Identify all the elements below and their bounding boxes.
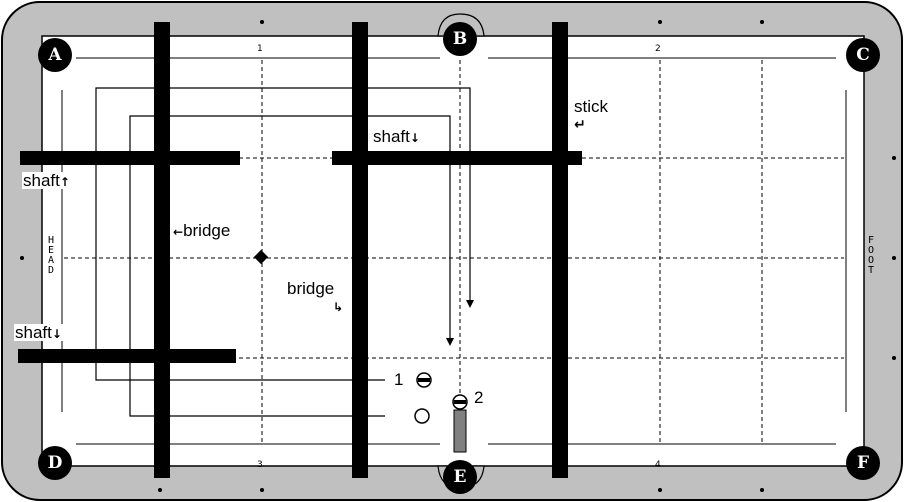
head-spot (253, 249, 269, 265)
diamond-number-3: 3 (257, 460, 263, 470)
stick-horizontal-top-left (20, 151, 240, 165)
bridge-label-left: ←bridge (172, 221, 232, 240)
shaft-label-bottom-left-text: shaft (15, 323, 52, 342)
stick-horizontal-top-right (332, 151, 582, 165)
down-arrow-icon: ↓ (409, 131, 420, 145)
shaft-label-bottom-left: shaft↓ (14, 324, 63, 341)
bridge-label-left-text: bridge (183, 221, 231, 240)
stick-vertical-right (552, 22, 568, 478)
ball-1-label: 1 (393, 370, 405, 389)
pocket-c: C (846, 38, 880, 72)
return-arrow-icon: ↵ (574, 117, 586, 133)
cue-sticks (18, 22, 582, 478)
pocket-a: A (38, 38, 72, 72)
ball-2-label: 2 (474, 388, 484, 407)
shaft-label-middle-text: shaft (373, 127, 410, 146)
diamond-number-4: 4 (655, 460, 661, 470)
stick-vertical-left (154, 22, 170, 478)
pocket-e: E (443, 460, 477, 494)
stick-label: stick ↵ (574, 98, 608, 132)
down-arrow-icon: ↓ (51, 327, 62, 341)
stick-label-text: stick (574, 97, 608, 116)
arrowhead (446, 338, 454, 346)
diamond-number-1: 1 (257, 44, 263, 54)
diamond-number-2: 2 (655, 44, 661, 54)
shaft-label-top-left-text: shaft (23, 171, 60, 190)
foot-label: FOOT (866, 236, 876, 276)
up-arrow-icon: ↑ (59, 175, 70, 189)
foot-label-text: FOOT (867, 235, 875, 276)
head-label-text: HEAD (47, 235, 55, 276)
ball-2 (452, 394, 468, 410)
arrowhead (466, 300, 474, 308)
bridge-label-middle: bridge ↳ (286, 279, 345, 314)
head-label: HEAD (46, 236, 56, 276)
pocket-d: D (38, 446, 72, 480)
cue-stick-grey (453, 409, 467, 453)
table-cloth (41, 35, 865, 467)
cue-ball (414, 408, 430, 424)
shaft-label-middle: shaft↓ (372, 128, 421, 145)
pocket-f: F (846, 446, 880, 480)
stick-horizontal-bottom-left (18, 349, 236, 363)
stick-vertical-middle (352, 22, 368, 478)
ball-1 (416, 372, 432, 388)
right-arrow-icon: ↳ (333, 300, 344, 314)
left-arrow-icon: ← (173, 225, 184, 239)
pocket-b: B (443, 22, 477, 56)
bridge-label-middle-text: bridge (287, 279, 335, 298)
shaft-label-top-left: shaft↑ (22, 172, 71, 189)
